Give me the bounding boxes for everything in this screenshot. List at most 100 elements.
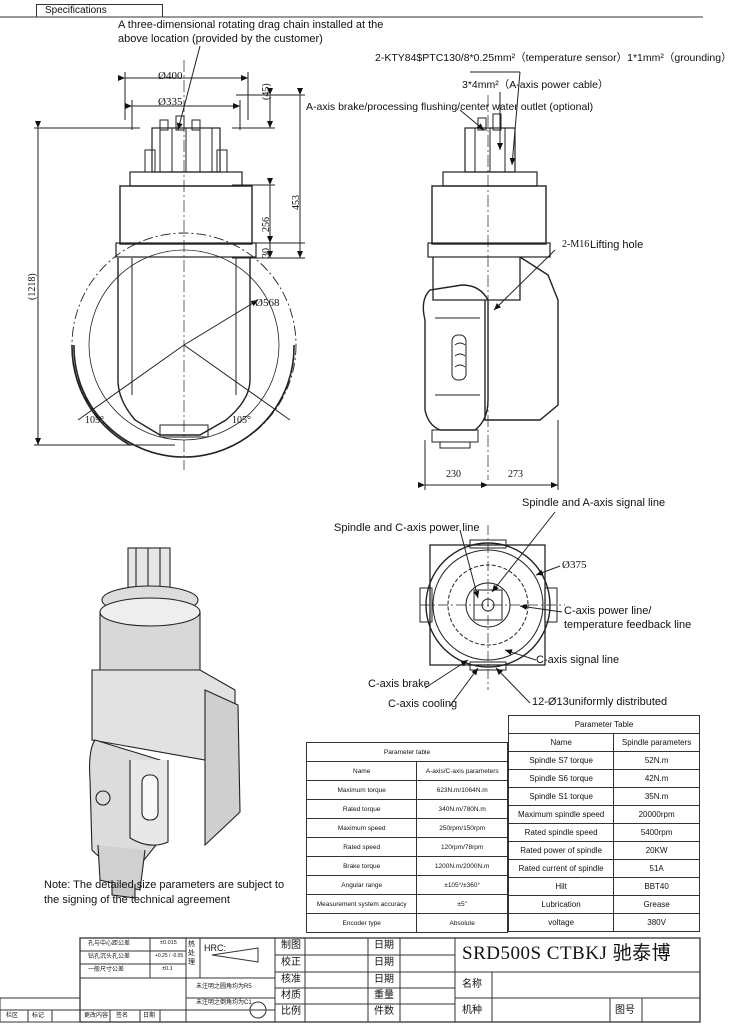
dim-d400: Ø400 [158, 70, 183, 82]
heat-treatment-label: 热处理 [188, 941, 195, 966]
table-cell: 5400rpm [613, 823, 700, 842]
table-row: Spindle S7 torque [507, 751, 615, 770]
quantity-label: 件数 [374, 1006, 394, 1017]
table-cell: ±5" [416, 894, 508, 914]
rev-col-zone: 栏区 [6, 1013, 19, 1019]
drawing-no-label: 图号 [615, 1005, 635, 1016]
row-label-material: 材质 [281, 990, 301, 1001]
dim-256: 256 [261, 217, 272, 232]
rev-col-sign: 签名 [116, 1013, 129, 1019]
dim-230: 230 [446, 469, 461, 480]
hrc-label: HRC: [204, 943, 226, 953]
table-row: Angular range [305, 875, 418, 895]
table-row: Maximum speed [305, 818, 418, 838]
dim-30: 30 [261, 248, 272, 258]
table-cell: 623N.m/1064N.m [416, 780, 508, 800]
title-block-lines [0, 937, 701, 1023]
row-label-drafting: 制图 [281, 940, 301, 951]
c-brake-label: C-axis brake [368, 678, 430, 690]
dim-d568: Ø568 [255, 297, 280, 309]
table-row: Rated current of spindle [507, 859, 615, 878]
lifting-hole-code: 2-M16 [562, 239, 590, 250]
dim-d335: Ø335 [158, 96, 183, 108]
table-cell: 1200N.m/2000N.m [416, 856, 508, 876]
angle-right: 105° [232, 415, 251, 426]
table-row: Brake torque [305, 856, 418, 876]
rev-col-date: 日期 [143, 1013, 156, 1019]
specifications-tab: Specifications [36, 4, 163, 17]
table-cell: 380V [613, 913, 700, 932]
table-row: Maximum torque [305, 780, 418, 800]
table-cell: ±105°/±360° [416, 875, 508, 895]
table-row: Spindle S6 torque [507, 769, 615, 788]
c-cooling-label: C-axis cooling [388, 698, 458, 710]
axis-header-value: A-axis/C-axis parameters [416, 761, 508, 781]
tol-label-1: 孔与中心距公差 [88, 941, 131, 947]
table-cell: 340N.m/780N.m [416, 799, 508, 819]
table-row: Maximum spindle speed [507, 805, 615, 824]
tol-label-3: 一般尺寸公差 [88, 967, 125, 973]
c-signal-label: C-axis signal line [536, 654, 620, 666]
table-cell: 42N.m [613, 769, 700, 788]
front-view [34, 45, 305, 470]
row-label-scale: 比例 [281, 1006, 301, 1017]
table-row: Rated spindle speed [507, 823, 615, 842]
table-row: Lubrication [507, 895, 615, 914]
date-label-1: 日期 [374, 940, 394, 951]
axis-header-name: Name [305, 761, 418, 781]
sensor-cable-label: 2-KTY84$PTC130/8*0.25mm²（temperature sen… [375, 52, 732, 64]
drag-chain-note-line1: A three-dimensional rotating drag chain … [118, 19, 384, 31]
power-cable-label: 3*4mm²（A-axis power cable） [462, 79, 609, 91]
date-label-2: 日期 [374, 957, 394, 968]
rev-col-mark: 标记 [32, 1013, 45, 1019]
bolt-holes-label: 12-Ø13uniformly distributed [532, 696, 668, 708]
lifting-hole-label: Lifting hole [590, 239, 644, 251]
angle-left: 105° [85, 415, 104, 426]
tol-value-2: +0.25 / -0.05 [155, 953, 184, 959]
table-row: Encoder type [305, 913, 418, 933]
model-title: SRD500S CTBKJ 驰泰博 [462, 943, 672, 964]
tol-value-3: ±0.1 [162, 966, 173, 972]
table-row: Rated speed [305, 837, 418, 857]
date-label-3: 日期 [374, 974, 394, 985]
dim-d375: Ø375 [562, 559, 587, 571]
table-cell: Absolute [416, 913, 508, 933]
note-line1: Note: The detailed size parameters are s… [44, 879, 285, 891]
tol-label-2: 钻孔沉头孔公差 [88, 954, 131, 960]
bottom-view [419, 511, 565, 707]
technical-drawing [0, 16, 703, 1023]
table-cell: 250rpm/150rpm [416, 818, 508, 838]
axis-table-title: Parameter table [306, 742, 508, 762]
table-cell: 35N.m [613, 787, 700, 806]
tol-value-1: ±0.015 [160, 940, 177, 946]
weight-label: 重量 [374, 990, 394, 1001]
table-cell: 52N.m [613, 751, 700, 770]
rev-col-change: 更改内容 [84, 1013, 109, 1019]
table-row: Rated torque [305, 799, 418, 819]
row-label-approve: 核准 [281, 974, 301, 985]
table-row: Measurement system accuracy [305, 894, 418, 914]
table-row: voltage [507, 913, 615, 932]
table-cell: BBT40 [613, 877, 700, 896]
spindle-c-power-label: Spindle and C-axis power line [334, 522, 480, 534]
dim-1218: (1218) [27, 273, 38, 300]
table-cell: 120rpm/78rpm [416, 837, 508, 857]
table-cell: 20000rpm [613, 805, 700, 824]
side-view [418, 71, 559, 490]
name-label: 名称 [462, 979, 482, 990]
dim-453: 453 [291, 195, 302, 210]
note-line2: the signing of the technical agreement [44, 894, 230, 906]
dim-273: 273 [508, 469, 523, 480]
table-cell: Grease [613, 895, 700, 914]
chamfer-note: 未注明之倒角均为C1 [196, 1000, 252, 1006]
spindle-header-name: Name [507, 733, 615, 752]
fillet-note: 未注明之圆角均为R5 [196, 984, 252, 990]
model-label: 机种 [462, 1005, 482, 1016]
row-label-check: 校正 [281, 957, 301, 968]
table-row: Hilt [507, 877, 615, 896]
brake-outlet-label: A-axis brake/processing flushing/center … [306, 101, 594, 113]
spindle-header-value: Spindle parameters [613, 733, 700, 752]
table-row: Spindle S1 torque [507, 787, 615, 806]
